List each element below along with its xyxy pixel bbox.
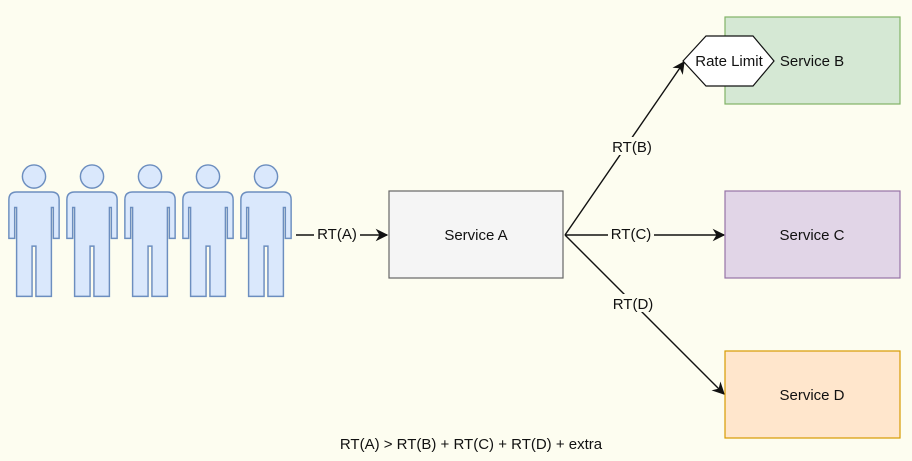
formula-text: RT(A) > RT(B) + RT(C) + RT(D) + extra: [340, 436, 603, 453]
svg-text:RT(A): RT(A): [317, 226, 357, 243]
user-icon: [240, 164, 292, 298]
users-group: [8, 164, 292, 298]
service-b-label: Service B: [780, 53, 844, 70]
service-c-label: Service C: [779, 227, 844, 244]
edge-label-rt-d: RT(D): [609, 294, 657, 313]
service-d-label: Service D: [779, 387, 844, 404]
svg-text:RT(C): RT(C): [611, 226, 652, 243]
user-icon: [124, 164, 176, 298]
service-a-node: Service A: [388, 190, 564, 279]
service-c-node: Service C: [724, 190, 901, 279]
service-d-node: Service D: [724, 350, 901, 439]
edge-a-to-d: [564, 234, 725, 395]
user-icon: [8, 164, 60, 298]
edge-label-rt-a: RT(A): [314, 225, 360, 243]
rate-limit-label: Rate Limit: [695, 53, 763, 70]
rate-limit-node: Rate Limit: [682, 35, 775, 87]
svg-text:RT(B): RT(B): [612, 139, 652, 156]
user-icon: [182, 164, 234, 298]
svg-text:RT(D): RT(D): [613, 296, 654, 313]
edge-label-rt-b: RT(B): [608, 137, 656, 156]
edge-label-rt-c: RT(C): [608, 225, 654, 243]
user-icon: [66, 164, 118, 298]
service-a-label: Service A: [444, 227, 507, 244]
